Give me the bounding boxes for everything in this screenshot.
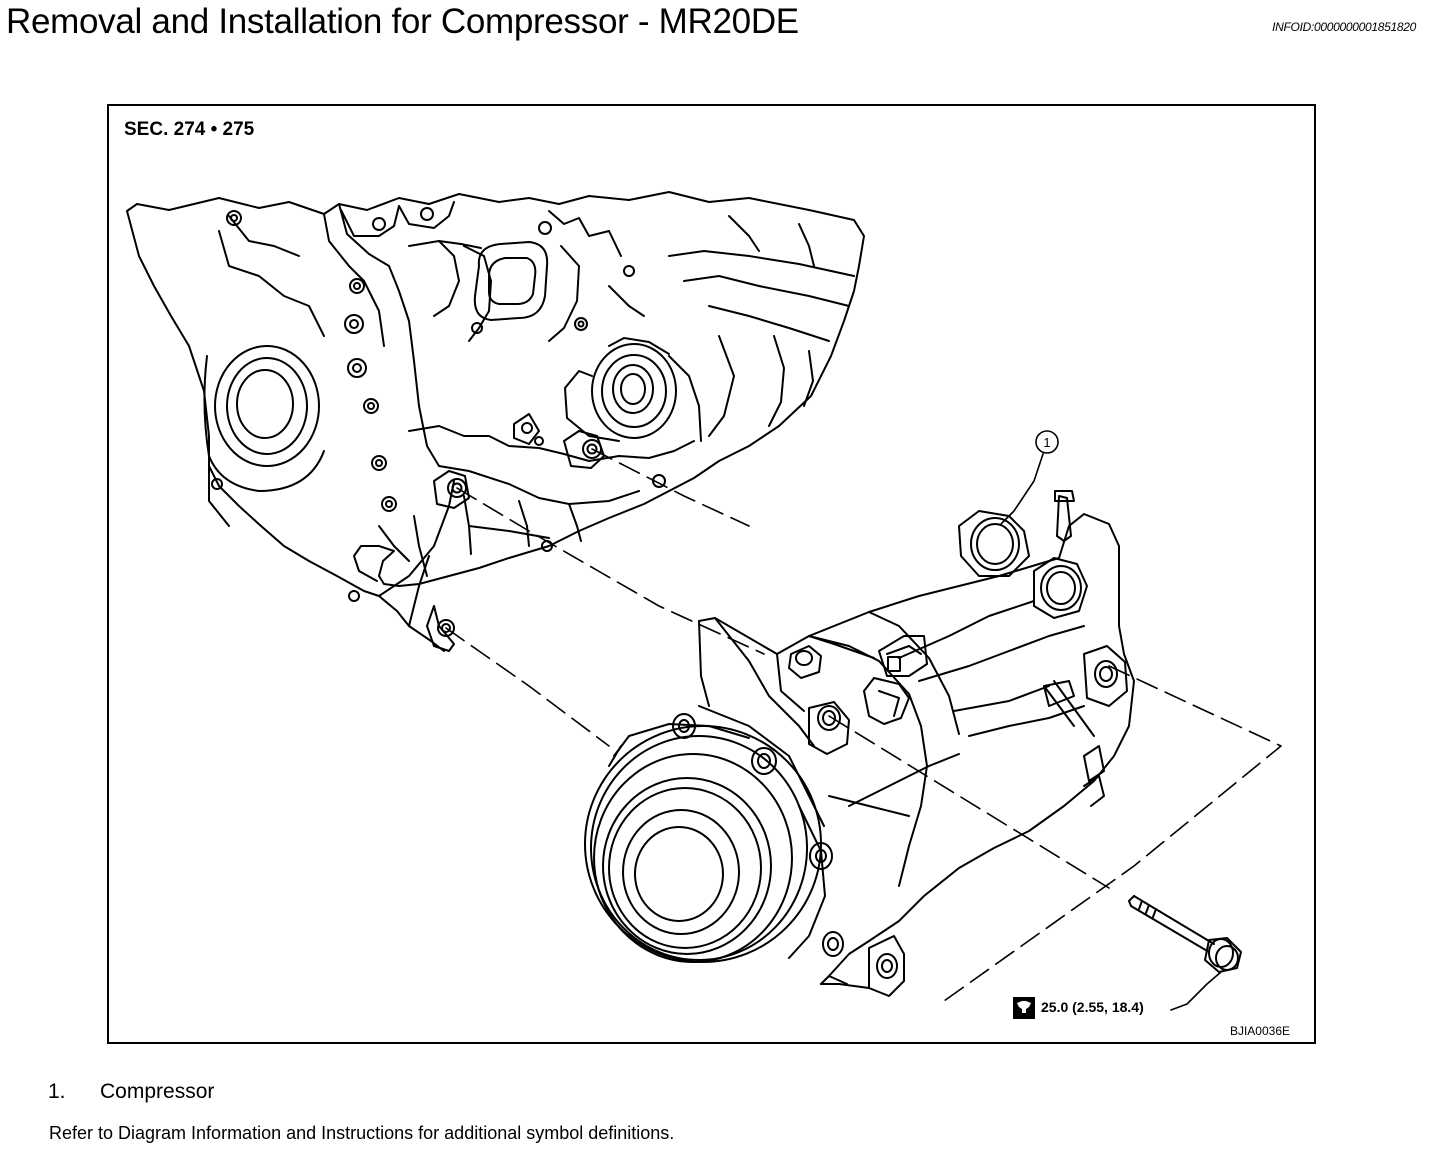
footnote: Refer to Diagram Information and Instruc… <box>49 1123 675 1143</box>
alignment-lines <box>446 449 1281 1001</box>
legend-label: Compressor <box>100 1080 215 1103</box>
clutch-pulley <box>585 726 821 962</box>
engine-block <box>127 192 864 651</box>
compressor-installation-diagram <box>109 106 1314 1042</box>
torque-spec: 25.0 (2.55, 18.4) <box>1041 999 1144 1015</box>
torque-wrench-icon <box>1013 997 1035 1019</box>
legend-number: 1. <box>48 1080 66 1103</box>
figure-frame: 1 SEC. 274 • 275 25.0 (2.55, 18.4) BJIA0… <box>107 104 1316 1044</box>
figure-code: BJIA0036E <box>1229 1024 1290 1038</box>
callout-1 <box>1001 431 1058 524</box>
callout-number-label: 1 <box>1043 435 1050 450</box>
svg-text:1: 1 <box>1043 435 1050 450</box>
torque-leader <box>1171 972 1221 1010</box>
legend-item: 1. Compressor <box>48 1080 214 1104</box>
info-id: INFOID:0000000001851820 <box>1272 20 1416 34</box>
compressor <box>585 491 1134 996</box>
mounting-bolt <box>1129 896 1241 972</box>
section-label: SEC. 274 • 275 <box>124 119 255 140</box>
page-title: Removal and Installation for Compressor … <box>6 2 799 41</box>
